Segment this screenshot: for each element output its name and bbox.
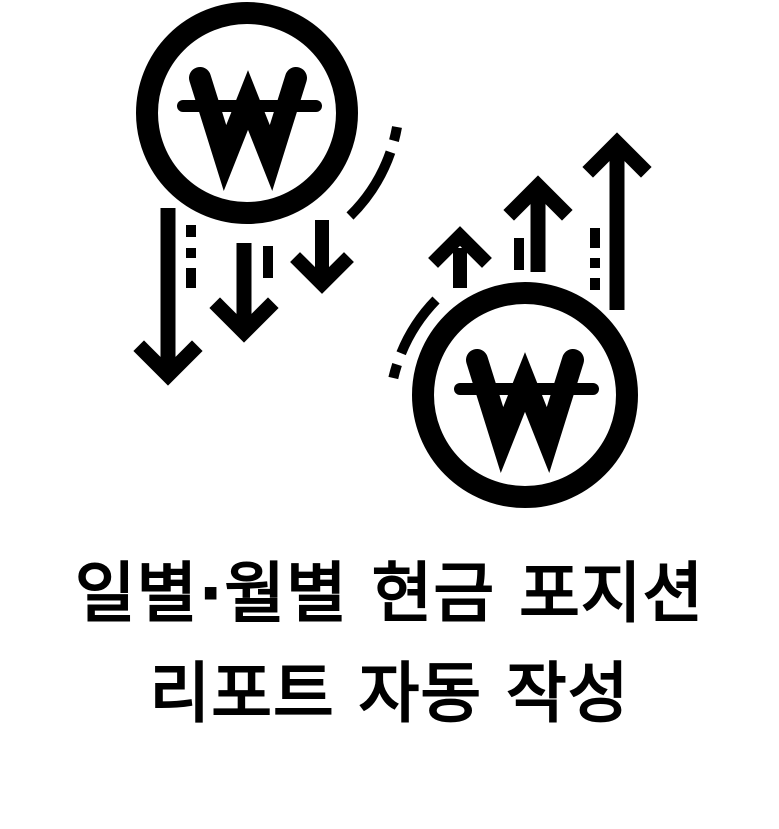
down-arrow-icon	[133, 208, 203, 386]
up-arrow-icon	[428, 226, 492, 288]
motion-arc-icon	[386, 296, 440, 391]
up-arrow-icon	[503, 175, 573, 272]
won-coin-icon	[136, 2, 358, 224]
motion-dashes-icon	[514, 228, 600, 290]
won-coin-icon	[412, 282, 638, 508]
cash-flow-illustration	[133, 2, 652, 508]
down-arrow-icon	[209, 243, 279, 343]
caption-line-1: 일별·월별 현금 포지션	[74, 555, 705, 632]
up-arrow-icon	[582, 132, 652, 310]
motion-arc-icon	[346, 126, 402, 220]
motion-dashes-icon	[186, 225, 273, 288]
down-arrow-icon	[290, 220, 354, 294]
caption-line-2: 리포트 자동 작성	[149, 655, 630, 732]
